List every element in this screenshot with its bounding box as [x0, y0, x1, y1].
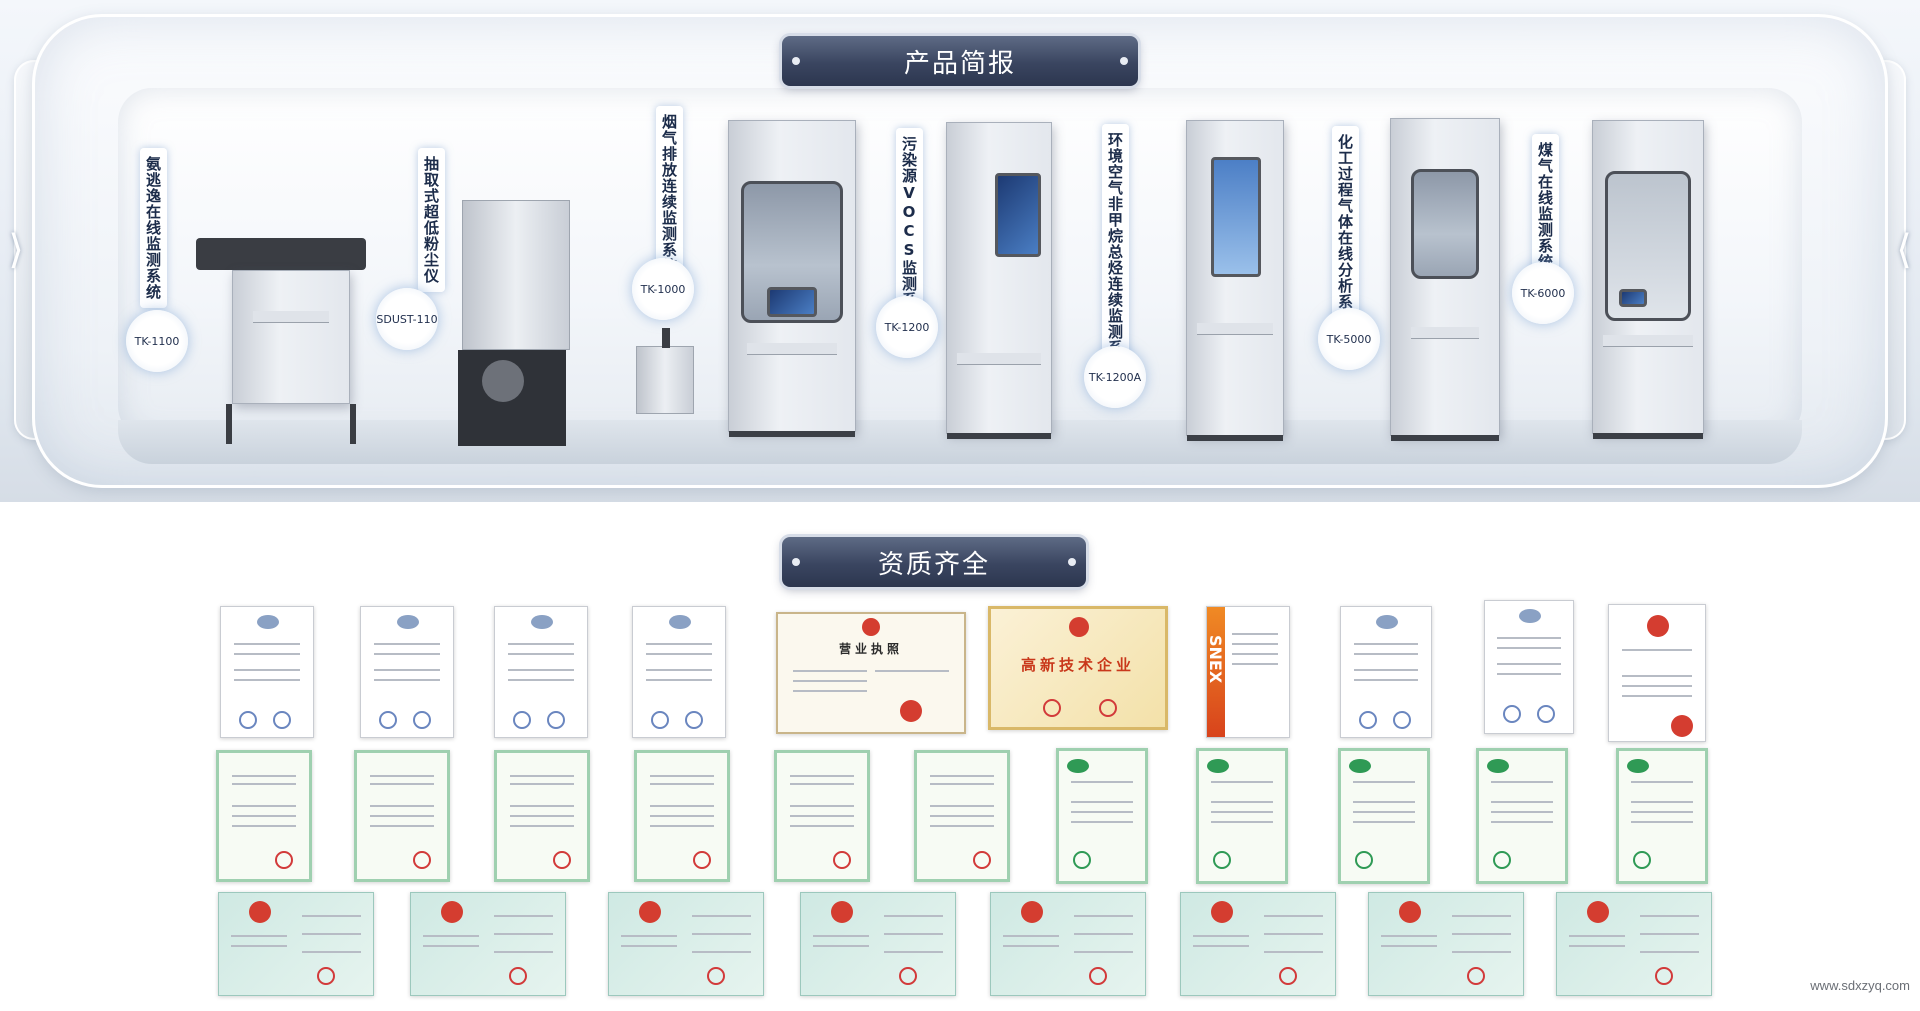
certificate-software[interactable] — [354, 750, 450, 882]
certificate-patent[interactable] — [1556, 892, 1712, 996]
product-banner: ⟩ ⟨ 产品简报 氨逃逸在线监测系统 TK-1100 抽取式超低粉尘仪 SDUS… — [0, 0, 1920, 502]
machine-cabinet — [1390, 118, 1500, 441]
product-name-label: 烟气排放连续监测系统 — [656, 106, 683, 282]
snex-text: SNEX — [1206, 635, 1225, 684]
certificate-high-tech-enterprise[interactable]: 高新技术企业 — [988, 606, 1168, 730]
machine-top-unit — [196, 238, 366, 270]
product-name-label: 氨逃逸在线监测系统 — [140, 148, 167, 308]
machine-cabinet — [728, 120, 856, 437]
machine-cabinet — [462, 200, 570, 350]
certificate-patent[interactable] — [608, 892, 764, 996]
certificate-iso[interactable] — [1484, 600, 1574, 734]
certificate-patent[interactable] — [218, 892, 374, 996]
product-model-badge: TK-1100 — [126, 310, 188, 372]
product-name-label: 环境空气非甲烷总烃连续监测系统 — [1102, 124, 1129, 380]
qualifications-section-title: 资质齐全 — [782, 537, 1086, 587]
website-url: www.sdxzyq.com — [1810, 978, 1910, 993]
certificate-product[interactable] — [1056, 748, 1148, 884]
certificate-product[interactable] — [1616, 748, 1708, 884]
machine-sampler — [636, 346, 694, 414]
certificate-product[interactable] — [1476, 748, 1568, 884]
certificate-iso[interactable] — [220, 606, 314, 738]
product-model-badge: TK-1200 — [876, 296, 938, 358]
certificate-iso[interactable] — [494, 606, 588, 738]
certificate-product[interactable] — [1338, 748, 1430, 884]
certificate-software[interactable] — [216, 750, 312, 882]
business-license-title: 营业执照 — [838, 641, 903, 656]
product-name-label: 化工过程气体在线分析系统 — [1332, 126, 1359, 334]
certificate-patent[interactable] — [990, 892, 1146, 996]
products-section-title: 产品简报 — [782, 36, 1138, 86]
product-model-badge: TK-1200A — [1084, 346, 1146, 408]
machine-cabinet — [1592, 120, 1704, 439]
product-name-label: 抽取式超低粉尘仪 — [418, 148, 445, 292]
product-model-badge: TK-6000 — [1512, 262, 1574, 324]
certificate-software[interactable] — [774, 750, 870, 882]
product-name-label: 煤气在线监测系统 — [1532, 134, 1559, 278]
certificate-iso[interactable] — [360, 606, 454, 738]
certificate-iso[interactable] — [632, 606, 726, 738]
certificate-product[interactable] — [1196, 748, 1288, 884]
chevron-left-icon[interactable]: ⟩ — [8, 227, 24, 273]
certificate-patent[interactable] — [410, 892, 566, 996]
product-model-badge: TK-5000 — [1318, 308, 1380, 370]
machine-cabinet — [232, 270, 350, 404]
chevron-right-icon[interactable]: ⟨ — [1896, 227, 1912, 273]
machine-cabinet — [1186, 120, 1284, 441]
certificate-software[interactable] — [634, 750, 730, 882]
certificate-patent[interactable] — [1368, 892, 1524, 996]
certificate-iso[interactable] — [1340, 606, 1432, 738]
product-model-badge: TK-1000 — [632, 258, 694, 320]
certificate-business-license[interactable]: 营业执照 — [776, 612, 966, 734]
product-model-badge: SDUST-110 — [376, 288, 438, 350]
machine-cabinet — [946, 122, 1052, 439]
certificate-patent[interactable] — [800, 892, 956, 996]
certificate-software[interactable] — [494, 750, 590, 882]
certificate-software[interactable] — [914, 750, 1010, 882]
certificate-official[interactable] — [1608, 604, 1706, 742]
certificate-patent[interactable] — [1180, 892, 1336, 996]
high-tech-title: 高新技术企业 — [1020, 655, 1135, 674]
certificate-snex[interactable]: SNEX — [1206, 606, 1290, 738]
